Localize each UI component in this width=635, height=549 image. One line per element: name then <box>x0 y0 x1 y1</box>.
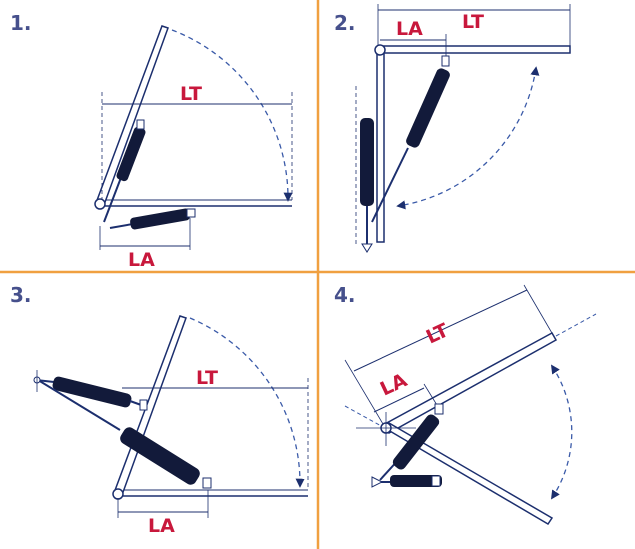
lid <box>377 45 571 54</box>
opening-arc <box>550 364 573 500</box>
panel-number: 3. <box>10 283 32 307</box>
la-label: LA <box>148 515 175 537</box>
panel-1: 1. LT LA <box>10 11 293 271</box>
lower-strut-cylinder <box>120 427 200 485</box>
lt-label: LT <box>462 11 484 33</box>
opening-arc <box>396 66 540 210</box>
lt-label: LT <box>423 319 452 348</box>
upper-strut-bracket <box>139 399 148 411</box>
strut-b-cylinder <box>390 475 442 487</box>
strut-a-cylinder <box>392 414 440 470</box>
strut-b-mount <box>371 476 384 488</box>
la-label: LA <box>396 18 423 40</box>
panel-number: 4. <box>334 283 356 307</box>
upper-strut-cylinder <box>52 376 132 408</box>
panel-number: 2. <box>334 11 356 35</box>
lower-strut-rod <box>37 379 121 431</box>
panel-4: 4. LT LA <box>334 283 597 526</box>
lt-extension-right <box>523 284 557 341</box>
upper-strut-cylinder <box>116 126 146 182</box>
opening-arc <box>171 29 293 202</box>
lid-centerline-ext <box>555 313 597 337</box>
lid <box>381 331 558 434</box>
hinge <box>112 488 124 500</box>
la-label: LA <box>128 249 155 271</box>
frame <box>381 422 554 526</box>
upper-strut-bracket <box>136 119 145 130</box>
panel-3: 3. LT LA <box>10 283 309 537</box>
lower-strut-cylinder <box>130 208 190 230</box>
vertical-strut-base <box>361 243 373 253</box>
la-label: LA <box>377 369 411 400</box>
hinge <box>374 44 386 56</box>
opening-arc <box>189 317 305 488</box>
panel-2: 2. LT LA <box>334 4 571 253</box>
lt-label: LT <box>180 83 202 105</box>
diagonal-strut-bracket <box>441 55 450 67</box>
diagonal-strut-cylinder <box>406 68 450 148</box>
frame <box>376 49 385 243</box>
lt-label: LT <box>196 367 218 389</box>
strut-b-bracket <box>431 475 441 487</box>
lower-strut-bracket <box>186 208 196 218</box>
lower-strut-bracket <box>202 477 212 489</box>
vertical-strut-cylinder <box>360 118 374 206</box>
lt-extension-left <box>344 359 384 425</box>
hinge <box>94 198 106 210</box>
strut-a-bracket <box>434 403 444 415</box>
panel-number: 1. <box>10 11 32 35</box>
lt-dimension-line <box>353 289 528 372</box>
la-dimension-line <box>373 387 425 413</box>
frame-centerline-ext <box>344 405 384 428</box>
lid <box>95 25 169 206</box>
